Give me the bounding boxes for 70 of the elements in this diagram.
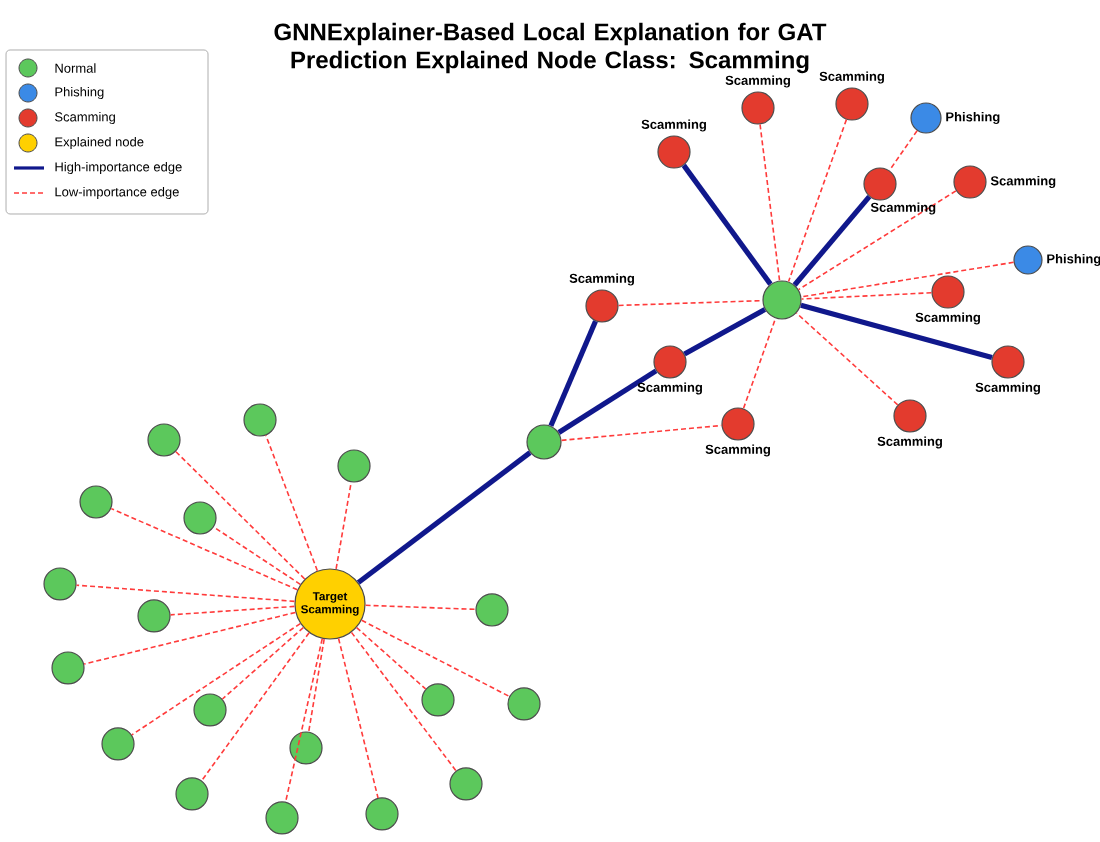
normal-node <box>265 801 299 835</box>
normal-node <box>101 727 135 761</box>
high-importance-edge <box>681 163 773 286</box>
scamming-node <box>585 289 619 323</box>
low-importance-edge <box>360 619 511 698</box>
scamming-node <box>721 407 755 441</box>
high-importance-edge <box>557 368 658 435</box>
low-importance-edge <box>337 637 379 799</box>
normal-node <box>526 424 562 460</box>
scamming-node <box>893 399 927 433</box>
normal-node <box>289 731 323 765</box>
normal-node <box>79 485 113 519</box>
normal-node <box>175 777 209 811</box>
low-importance-edge <box>131 622 302 736</box>
high-importance-edge <box>800 302 993 361</box>
scamming-node <box>991 345 1025 379</box>
low-importance-edge <box>83 611 297 665</box>
normal-node <box>507 687 541 721</box>
low-importance-edge <box>800 291 933 300</box>
normal-node <box>337 449 371 483</box>
low-importance-edge <box>355 626 427 690</box>
phishing-node <box>910 102 942 134</box>
high-importance-edge <box>792 195 872 287</box>
low-importance-edge <box>335 481 352 570</box>
low-importance-edge <box>742 317 777 410</box>
low-importance-edge <box>888 130 918 172</box>
normal-node <box>137 599 171 633</box>
scamming-node <box>953 165 987 199</box>
target-node <box>294 568 366 640</box>
low-importance-edge <box>560 424 723 442</box>
low-importance-edge <box>350 631 457 772</box>
scamming-node <box>863 167 897 201</box>
low-importance-edge <box>200 632 310 782</box>
high-importance-edge <box>548 320 598 427</box>
normal-node <box>449 767 483 801</box>
normal-node <box>43 567 77 601</box>
normal-node <box>421 683 455 717</box>
low-importance-edge <box>307 638 325 733</box>
normal-node <box>475 593 509 627</box>
low-importance-edge <box>175 450 306 580</box>
normal-node <box>183 501 217 535</box>
scamming-node <box>657 135 691 169</box>
low-importance-edge <box>75 584 296 603</box>
low-importance-edge <box>364 604 477 611</box>
low-importance-edge <box>265 434 319 572</box>
low-importance-edge <box>759 123 781 282</box>
low-importance-edge <box>617 299 764 307</box>
high-importance-edge <box>683 307 767 357</box>
low-importance-edge <box>221 626 305 700</box>
scamming-node <box>931 275 965 309</box>
normal-node <box>762 280 802 320</box>
low-importance-edge <box>795 312 899 406</box>
chart-title: GNNExplainer-Based Local Explanation for GAT Prediction Explained Node Class: Scamming <box>274 22 827 74</box>
normal-node <box>51 651 85 685</box>
normal-node <box>193 693 227 727</box>
low-importance-edge <box>797 190 957 291</box>
phishing-node <box>1013 245 1043 275</box>
low-importance-edge <box>213 526 302 586</box>
normal-node <box>243 403 277 437</box>
scamming-node <box>835 87 869 121</box>
high-importance-edge <box>356 450 532 585</box>
low-importance-edge <box>169 605 296 616</box>
normal-node <box>147 423 181 457</box>
low-importance-edge <box>110 507 299 591</box>
scamming-node <box>741 91 775 125</box>
scamming-node <box>653 345 687 379</box>
normal-node <box>365 797 399 831</box>
low-importance-edge <box>284 637 324 803</box>
low-importance-edge <box>800 261 1015 298</box>
low-importance-edge <box>787 118 848 283</box>
